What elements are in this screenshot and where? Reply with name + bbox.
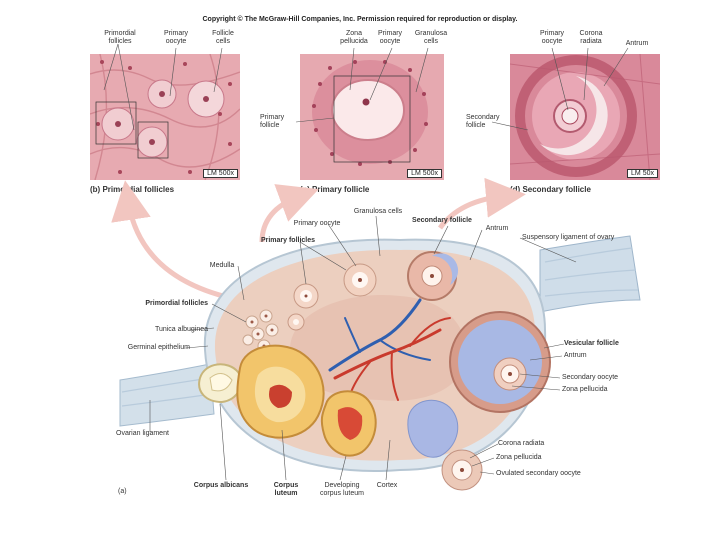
rupturing-follicle	[407, 399, 459, 458]
label-medulla: Medulla	[209, 262, 235, 269]
label-suspensory-ligament: Suspensory ligament of ovary	[522, 234, 615, 241]
label-primary-follicle-c: Primary follicle	[260, 114, 285, 129]
label-primordial-follicles-b: Primordial follicles	[104, 30, 136, 45]
label-zona-pellucida-c: Zona pellucida	[340, 30, 368, 45]
label-granulosa-cells-c: Granulosa cells	[414, 30, 448, 45]
magnification-b: LM 500x	[203, 169, 238, 178]
label-ovulated-oocyte: Ovulated secondary oocyte	[496, 470, 581, 477]
caption-c: (c) Primary follicle	[300, 185, 370, 194]
label-secondary-follicle-d: Secondary follicle	[466, 114, 500, 129]
label-corona-radiata-d: Corona radiata	[579, 30, 603, 45]
label-tunica-albuginea: Tunica albuginea	[154, 326, 208, 333]
label-corpus-luteum: Corpus luteum	[273, 482, 299, 497]
label-primary-oocyte-c: Primary oocyte	[377, 30, 403, 45]
micrograph-primary-follicle: LM 500x	[300, 54, 444, 180]
label-zona-pellucida-2: Zona pellucida	[496, 454, 542, 461]
magnification-c: LM 500x	[407, 169, 442, 178]
label-corpus-albicans: Corpus albicans	[193, 482, 249, 489]
micrograph-secondary-follicle: LM 50x	[510, 54, 660, 180]
label-cortex: Cortex	[376, 482, 398, 489]
label-zona-pellucida: Zona pellucida	[562, 386, 608, 393]
magnification-d: LM 50x	[627, 169, 658, 178]
medulla	[290, 294, 466, 401]
arrow-to-d	[437, 177, 526, 230]
primary-follicles	[287, 263, 377, 331]
leader-lines	[103, 43, 629, 481]
label-developing-corpus-luteum: Developing corpus luteum	[320, 482, 364, 497]
ovulated-oocyte	[441, 449, 483, 491]
label-follicle-cells-b: Follicle cells	[212, 30, 234, 45]
micrograph-primordial-follicles: LM 500x	[90, 54, 240, 180]
ovarian-ligament	[119, 363, 215, 427]
label-granulosa-cells: Granulosa cells	[353, 208, 403, 215]
arrow-to-b	[111, 180, 241, 303]
caption-d: (d) Secondary follicle	[510, 185, 591, 194]
label-primary-oocyte: Primary oocyte	[293, 220, 341, 227]
label-corona-radiata: Corona radiata	[498, 440, 545, 447]
arrow-to-c	[259, 184, 319, 243]
label-ovarian-ligament: Ovarian ligament	[116, 430, 169, 437]
label-antrum-top: Antrum	[485, 225, 509, 232]
secondary-follicle-ovary	[407, 251, 459, 301]
label-secondary-oocyte: Secondary oocyte	[562, 374, 619, 381]
label-primary-oocyte-d: Primary oocyte	[539, 30, 565, 45]
label-primordial-follicles: Primordial follicles	[145, 300, 208, 307]
label-germinal-epithelium: Germinal epithelium	[127, 344, 190, 351]
label-primary-follicles: Primary follicles	[260, 237, 316, 244]
copyright-notice: Copyright © The McGraw-Hill Companies, I…	[202, 16, 518, 23]
label-vesicular-follicle: Vesicular follicle	[564, 340, 619, 347]
label-secondary-follicle: Secondary follicle	[412, 217, 472, 224]
panel-letter-a: (a)	[118, 488, 127, 495]
label-antrum: Antrum	[564, 352, 587, 359]
label-antrum-d: Antrum	[625, 40, 649, 47]
label-primary-oocyte-b: Primary oocyte	[163, 30, 189, 45]
vesicular-follicle	[449, 311, 551, 413]
